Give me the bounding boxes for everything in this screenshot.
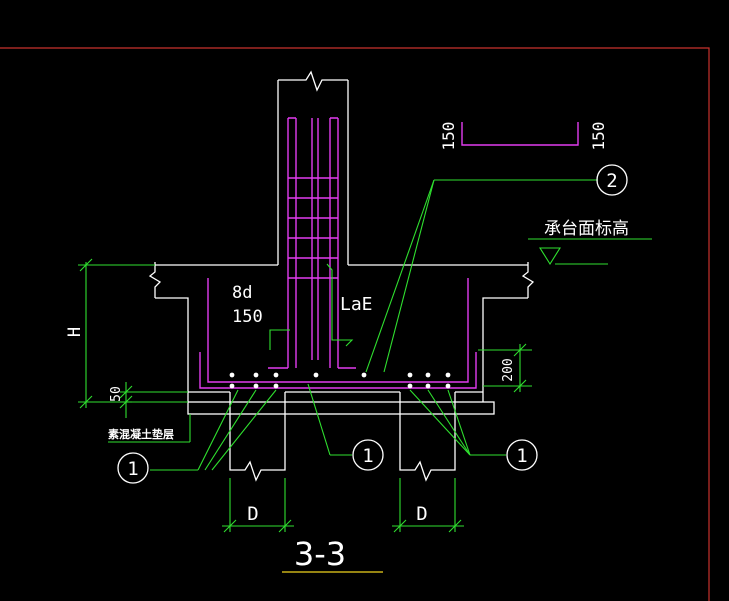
dimension-lines xyxy=(78,179,652,533)
callout-1-right-number: 1 xyxy=(516,445,527,467)
callout-1-center-number: 1 xyxy=(362,445,373,467)
detail-leg-right-dimension: 150 xyxy=(589,122,608,151)
cap-height-dimension: H xyxy=(65,327,85,337)
detail-leg-left-dimension: 150 xyxy=(439,122,458,151)
anchorage-length-label: LaE xyxy=(340,294,373,315)
cover-height-dimension: 200 xyxy=(501,358,516,381)
pile-diameter-left: D xyxy=(247,503,258,525)
callout-circle-1-right xyxy=(506,439,538,471)
callout-1-left-number: 1 xyxy=(127,458,138,480)
concrete-outline xyxy=(148,70,535,482)
callout-circle-2 xyxy=(596,164,628,196)
blinding-thickness-dimension: 50 xyxy=(109,386,124,402)
callout-circle-1-center xyxy=(352,439,384,471)
callout-2-number: 2 xyxy=(606,170,617,192)
callout-circle-1-left xyxy=(117,452,149,484)
section-title: 3-3 xyxy=(294,535,346,573)
rebar-cage xyxy=(199,117,579,389)
pile-diameter-right: D xyxy=(416,503,427,525)
cap-top-elevation-label: 承台面标高 xyxy=(544,219,629,239)
blinding-layer-label: 素混凝土垫层 xyxy=(108,427,174,441)
rebar-dots xyxy=(229,372,451,389)
drawing-border xyxy=(0,47,710,601)
bar-spacing-value: 150 xyxy=(232,307,263,327)
bar-spacing-multiplier: 8d xyxy=(232,283,252,303)
